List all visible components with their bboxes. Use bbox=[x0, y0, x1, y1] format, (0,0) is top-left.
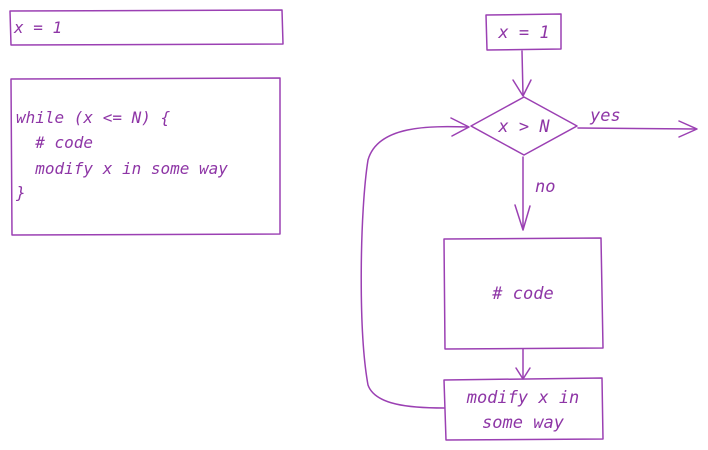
start-box: x = 1 bbox=[485, 13, 562, 51]
code-init-box: x = 1 bbox=[9, 9, 284, 46]
arrow-yes: yes bbox=[577, 106, 698, 138]
code-box-label: # code bbox=[491, 284, 553, 304]
code-line-3: modify x in some way bbox=[16, 159, 228, 178]
code-init-text: x = 1 bbox=[13, 18, 62, 37]
update-label-line-1: modify x in bbox=[466, 388, 580, 408]
no-label: no bbox=[535, 177, 555, 197]
code-box: # code bbox=[443, 237, 604, 350]
yes-label: yes bbox=[589, 106, 621, 126]
code-line-2: # code bbox=[16, 133, 93, 152]
condition-label: x > N bbox=[497, 117, 550, 137]
condition-diamond: x > N bbox=[470, 96, 578, 156]
update-box: modify x in some way bbox=[443, 377, 604, 441]
arrow-code-to-update bbox=[515, 348, 531, 380]
update-label-line-2: some way bbox=[482, 413, 565, 433]
arrow-no: no bbox=[514, 156, 555, 231]
code-line-1: while (x <= N) { bbox=[16, 108, 170, 127]
code-loop-box: while (x <= N) { # code modify x in some… bbox=[10, 77, 281, 236]
arrow-loop-back bbox=[360, 117, 470, 409]
arrow-start-to-condition bbox=[512, 50, 532, 97]
start-label: x = 1 bbox=[497, 23, 549, 43]
code-line-4: } bbox=[15, 183, 26, 202]
